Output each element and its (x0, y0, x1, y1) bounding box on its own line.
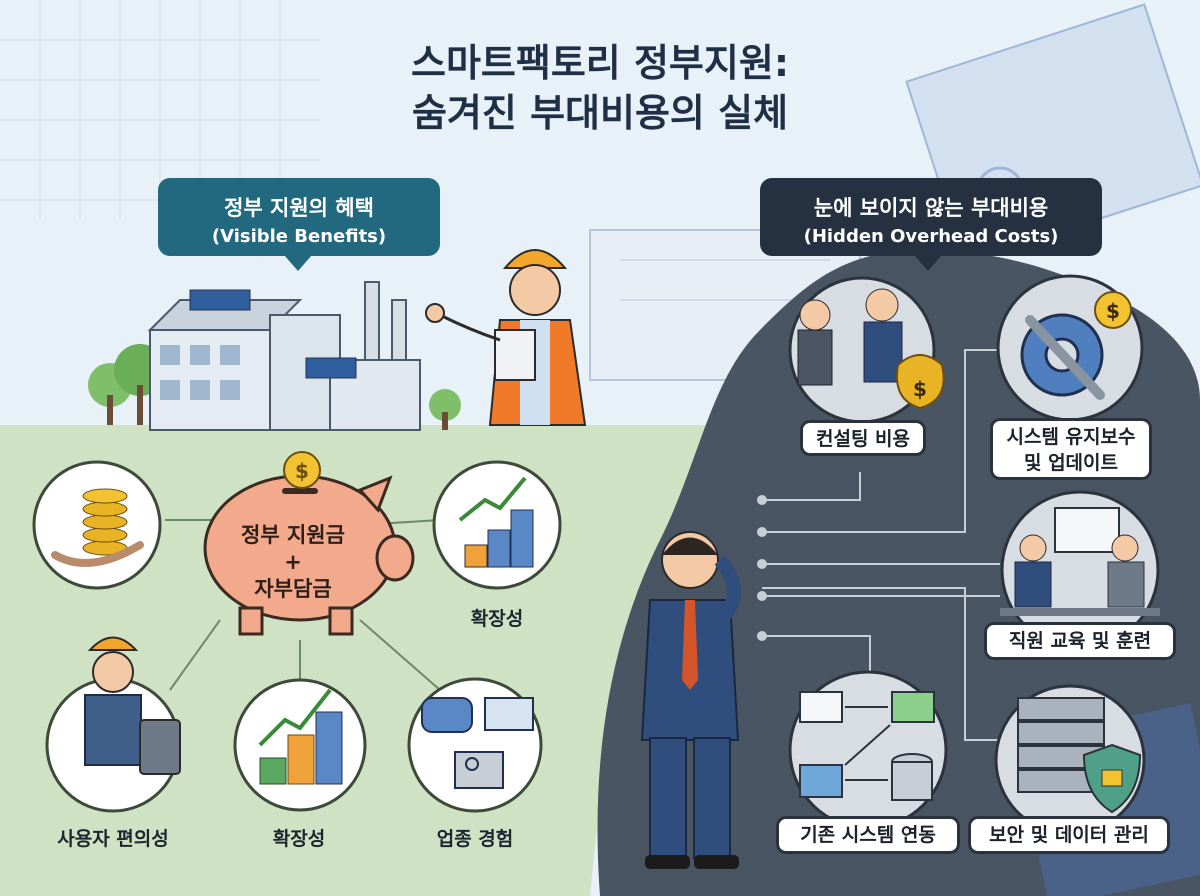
cost-connectors (757, 349, 1000, 741)
cost-maintenance-line-1: 시스템 유지보수 (1006, 426, 1136, 448)
benefit-circle-user (45, 636, 181, 813)
cost-circle-training (1000, 490, 1160, 650)
benefit-label-scalability-bottom: 확장성 (272, 828, 326, 850)
cost-label-maintenance: 시스템 유지보수 및 업데이트 (990, 418, 1152, 480)
hidden-costs-bubble: 눈에 보이지 않는 부대비용 (Hidden Overhead Costs) (760, 178, 1102, 256)
cost-circle-security (994, 684, 1146, 836)
cost-label-integration: 기존 시스템 연동 (776, 816, 960, 854)
cost-integration-line-1: 기존 시스템 연동 (800, 824, 936, 846)
cost-circle-consulting (788, 276, 945, 424)
money-bag-symbol: $ (913, 377, 927, 401)
hidden-costs-title: 눈에 보이지 않는 부대비용 (813, 196, 1049, 220)
cost-consulting-line-1: 컨설팅 비용 (815, 428, 910, 450)
cost-label-training: 직원 교육 및 훈련 (984, 622, 1176, 660)
worried-businessman (640, 531, 741, 869)
cost-circle-integration (788, 670, 948, 830)
visible-benefits-bubble: 정부 지원의 혜택 (Visible Benefits) (158, 178, 440, 256)
title-line-1: 스마트팩토리 정부지원: (410, 41, 790, 85)
engineer-illustration (425, 249, 587, 426)
benefit-label-user-convenience: 사용자 편의성 (57, 828, 169, 850)
benefit-circle-industry (407, 677, 543, 813)
piggy-line-1: 정부 지원금 (241, 523, 345, 547)
cost-label-security: 보안 및 데이터 관리 (968, 816, 1170, 854)
cost-circle-maintenance (996, 274, 1144, 422)
cost-security-line-1: 보안 및 데이터 관리 (989, 824, 1149, 846)
piggy-line-3: 자부담금 (254, 577, 332, 601)
cost-training-line-1: 직원 교육 및 훈련 (1008, 630, 1152, 652)
piggy-bank (203, 451, 415, 636)
benefit-label-scalability-right: 확장성 (470, 608, 524, 630)
factory-illustration (88, 281, 461, 431)
visible-benefits-title: 정부 지원의 혜택 (224, 196, 374, 220)
title-line-2: 숨겨진 부대비용의 실체 (411, 91, 789, 135)
piggy-bank-label: 정부 지원금 + 자부담금 (218, 522, 368, 603)
hidden-costs-subtitle: (Hidden Overhead Costs) (803, 226, 1059, 247)
piggy-line-2: + (284, 550, 302, 574)
benefit-label-industry-experience: 업종 경험 (436, 828, 514, 850)
benefit-circle-growth-right (432, 460, 562, 590)
coin-symbol: $ (295, 459, 309, 483)
cost-label-consulting: 컨설팅 비용 (800, 420, 926, 456)
benefit-circle-growth-bottom (233, 678, 367, 812)
visible-benefits-subtitle: (Visible Benefits) (211, 226, 387, 247)
coin-icon (283, 451, 321, 489)
coin-dollar-symbol: $ (1106, 299, 1120, 323)
hidden-costs-bubble-tail (914, 255, 942, 271)
cost-maintenance-line-2: 및 업데이트 (1023, 452, 1118, 474)
page-title: 스마트팩토리 정부지원: 숨겨진 부대비용의 실체 (240, 38, 960, 138)
benefit-circle-coins (32, 460, 162, 590)
visible-benefits-bubble-tail (284, 255, 312, 271)
